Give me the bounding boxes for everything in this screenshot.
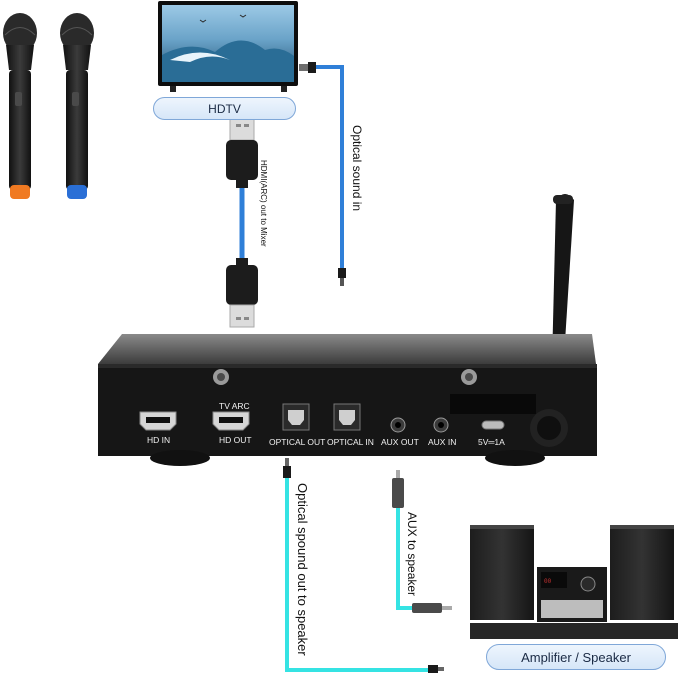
aux-out-label: AUX OUT [381, 437, 419, 447]
aux-cable [392, 470, 452, 613]
microphone-right [60, 13, 94, 199]
hdmi-cable-label: HDMI(ARC) out to Mixer [259, 160, 268, 247]
amplifier-speaker-system: 00 [470, 525, 678, 639]
amplifier-speaker-label: Amplifier / Speaker [486, 644, 666, 670]
optical-in-label: OPTICAL IN [327, 437, 374, 447]
aux-in-label: AUX IN [428, 437, 457, 447]
hdtv-label: HDTV [153, 97, 296, 120]
hd-in-label: HD IN [147, 435, 171, 445]
optical-out-cable [283, 458, 444, 673]
svg-text:00: 00 [544, 578, 552, 585]
optical-in-cable [299, 62, 346, 286]
hd-out-label: HD OUT [219, 435, 252, 445]
aux-cable-label: AUX to speaker [405, 512, 419, 597]
hdtv-device [158, 1, 298, 92]
tv-arc-label: TV ARC [219, 401, 250, 411]
hdmi-cable [226, 117, 258, 328]
power-port [481, 420, 505, 430]
mixer-box [98, 334, 597, 466]
optical-out-label: OPTICAL OUT [269, 437, 326, 447]
optical-out-cable-label: Optical spound out to speaker [295, 483, 310, 656]
microphone-left [3, 13, 37, 199]
power-label: 5V═1A [478, 437, 505, 447]
optical-in-cable-label: Optical sound in [350, 125, 364, 212]
